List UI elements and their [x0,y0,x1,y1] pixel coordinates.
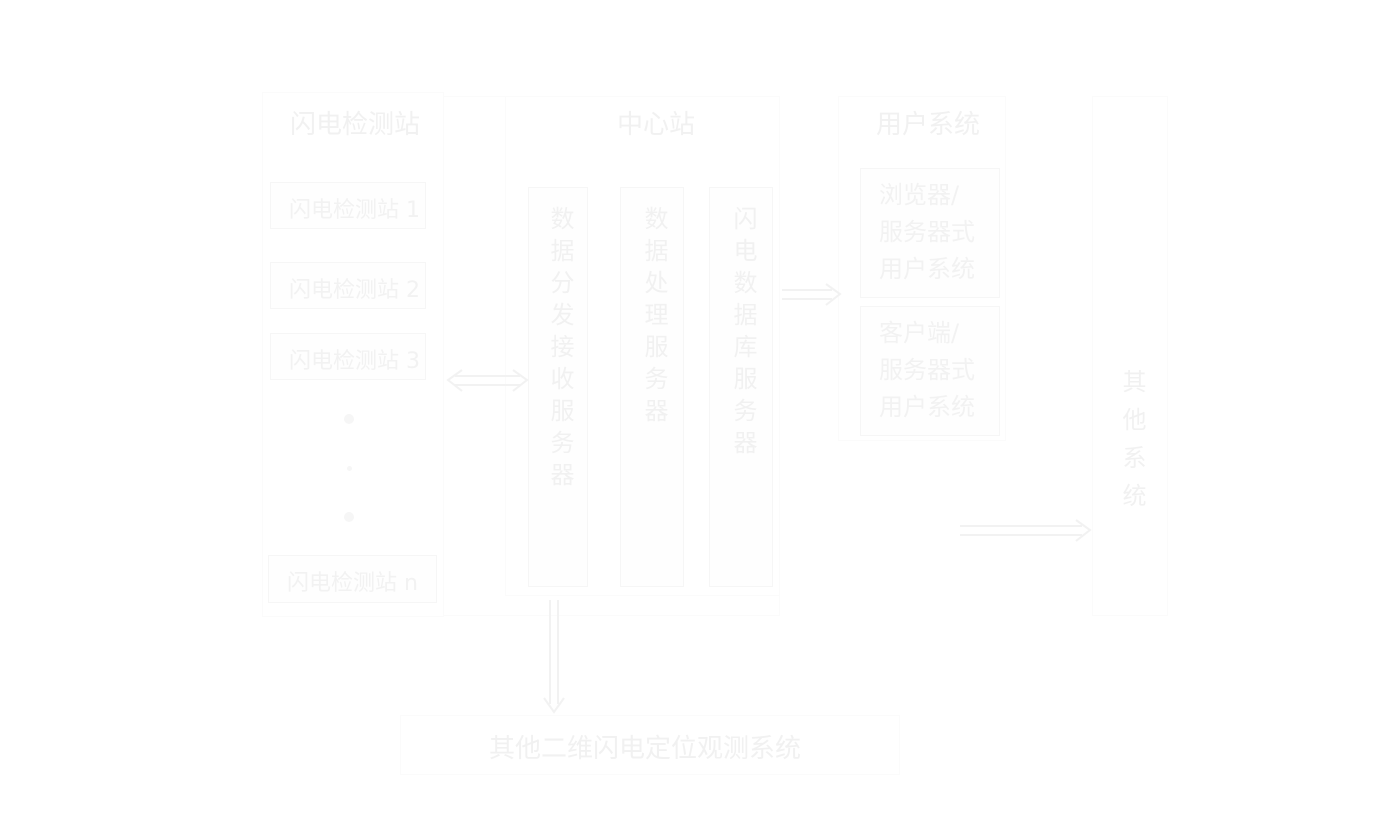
bottom-system-label: 其他二维闪电定位观测系统 [489,734,802,764]
bs-user-system-box[interactable]: 浏览器/服务器式用户系统 [860,168,1000,298]
user-system-title: 用户系统 [876,110,981,140]
station-label: 闪电检测站 n [287,571,418,596]
user-system-label: 浏览器/服务器式用户系统 [879,181,975,283]
bottom-system-box[interactable]: 其他二维闪电定位观测系统 [400,715,900,775]
station-label: 闪电检测站 3 [289,349,420,374]
other-systems-label: 其他系统 [1118,369,1146,521]
cs-user-system-box[interactable]: 客户端/服务器式用户系统 [860,306,1000,436]
arrow-user-other [960,519,1092,542]
stations-panel-title: 闪电检测站 [290,110,421,140]
server-label: 闪电数据库服务器 [729,206,757,462]
central-station-title: 中心站 [617,110,696,140]
central-station-inner [505,96,780,596]
user-system-panel [838,96,1006,441]
station-box-2[interactable]: 闪电检测站 2 [270,262,426,309]
server-box-database[interactable]: 闪电数据库服务器 [709,187,773,587]
user-system-label: 客户端/服务器式用户系统 [879,319,975,421]
station-box-1[interactable]: 闪电检测站 1 [270,182,426,229]
ellipsis-dot [347,466,352,471]
station-box-3[interactable]: 闪电检测站 3 [270,333,426,380]
server-box-processing[interactable]: 数据处理服务器 [620,187,684,587]
server-label: 数据分发接收服务器 [546,206,574,494]
server-label: 数据处理服务器 [640,206,668,430]
arrow-central-user [782,283,842,306]
server-box-distribution[interactable]: 数据分发接收服务器 [528,187,588,587]
station-label: 闪电检测站 1 [289,198,420,223]
other-systems-box[interactable]: 其他系统 [1092,96,1168,616]
ellipsis-dot [344,414,354,424]
ellipsis-dot [344,512,354,522]
station-box-n[interactable]: 闪电检测站 n [268,555,437,603]
arrow-central-bottom [543,600,565,714]
station-label: 闪电检测站 2 [289,278,420,303]
